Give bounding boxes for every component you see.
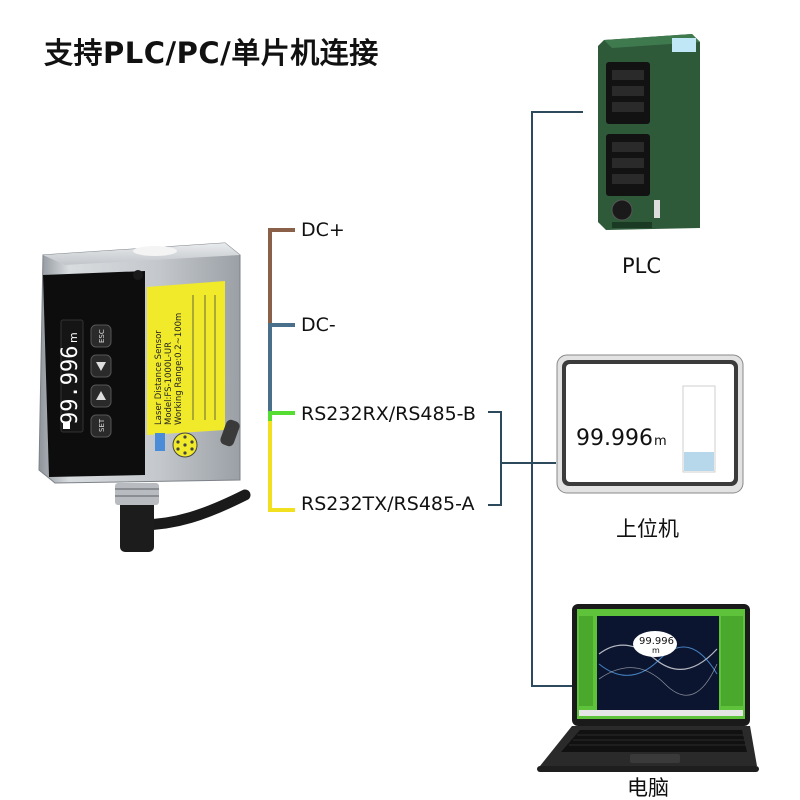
sensor-down-button bbox=[90, 354, 112, 378]
sensor-label-text: Laser Distance Sensor Model:FS-1000L-UR … bbox=[154, 313, 184, 425]
bus-pc-branch bbox=[531, 462, 556, 464]
logo-icon bbox=[155, 433, 165, 451]
svg-text:ESC: ESC bbox=[98, 329, 106, 343]
device-label-plc: PLC bbox=[622, 254, 662, 278]
plc-device-illustration bbox=[598, 34, 700, 230]
bus-rx-tick bbox=[488, 411, 502, 413]
bus-plc-branch bbox=[531, 111, 583, 113]
sensor-up-button bbox=[90, 384, 112, 408]
device-label-hmi: 上位机 bbox=[616, 517, 679, 541]
sensor-readout-unit: m bbox=[67, 332, 80, 343]
page-title: 支持PLC/PC/单片机连接 bbox=[44, 36, 379, 70]
arrow-up-icon bbox=[96, 391, 106, 400]
wire-tx-spine bbox=[268, 421, 272, 512]
bus-merge-horizontal bbox=[500, 462, 533, 464]
svg-text:Working Range:0.2~100m: Working Range:0.2~100m bbox=[174, 313, 184, 425]
sensor-readout: 99.996 bbox=[58, 346, 83, 425]
hmi-readout: 99.996 bbox=[576, 426, 653, 451]
sensor-set-button: SET bbox=[90, 414, 112, 438]
laptop-illustration: 99.996 m bbox=[537, 604, 759, 772]
wire-dcminus-stub bbox=[268, 323, 295, 327]
bus-merge-vertical bbox=[500, 411, 502, 506]
bus-main-vertical bbox=[531, 111, 533, 686]
wire-tx-stub bbox=[268, 508, 295, 512]
bus-laptop-branch bbox=[531, 685, 572, 687]
lens-window bbox=[220, 419, 240, 447]
svg-text:Model:FS-1000L-UR: Model:FS-1000L-UR bbox=[164, 342, 174, 425]
wire-dcplus-stub bbox=[268, 228, 295, 232]
sensor-esc-button: ESC bbox=[90, 324, 112, 348]
wire-rx-spine bbox=[268, 413, 272, 421]
wire-label-rx: RS232RX/RS485-B bbox=[301, 403, 476, 425]
wire-dcminus-spine bbox=[268, 325, 272, 413]
svg-text:Laser Distance Sensor: Laser Distance Sensor bbox=[154, 330, 164, 425]
arrow-down-icon bbox=[96, 362, 106, 371]
device-label-laptop: 电脑 bbox=[627, 776, 669, 800]
laptop-readout: 99.996 bbox=[639, 636, 674, 647]
hmi-panel-illustration: 99.996 m bbox=[556, 354, 744, 494]
wire-label-dcminus: DC- bbox=[301, 314, 336, 336]
sensor-indicator bbox=[63, 422, 70, 429]
wire-label-dcplus: DC+ bbox=[301, 219, 345, 241]
laptop-readout-unit: m bbox=[652, 646, 660, 655]
wire-dcplus-spine bbox=[268, 228, 272, 325]
wire-label-tx: RS232TX/RS485-A bbox=[301, 493, 475, 515]
wire-rx-stub bbox=[268, 411, 295, 415]
bus-tx-tick bbox=[488, 504, 502, 506]
hmi-readout-unit: m bbox=[654, 434, 667, 449]
laser-sensor-illustration: 99.996 m ESC SET Laser Distance bbox=[38, 242, 251, 552]
svg-text:SET: SET bbox=[98, 418, 106, 432]
